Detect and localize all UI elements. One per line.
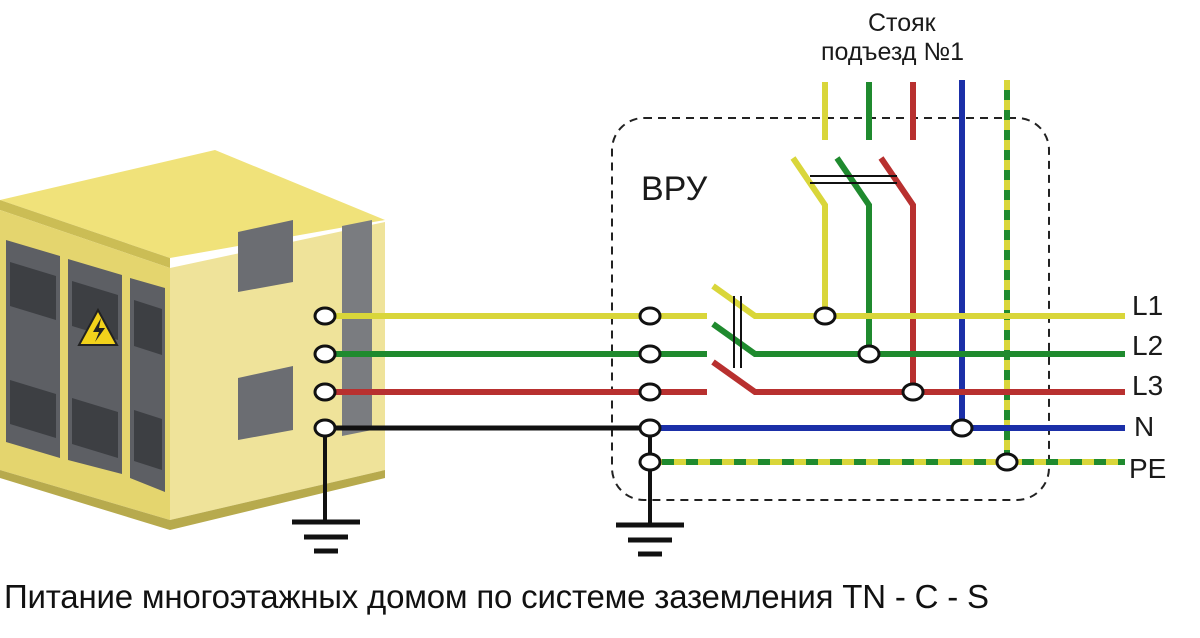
label-l1: L1 (1132, 290, 1163, 321)
junction (813, 306, 837, 326)
substation-terminals (313, 306, 337, 438)
riser-conductors (822, 80, 1010, 461)
terminal (313, 344, 337, 364)
riser-title-line2: подъезд №1 (821, 38, 964, 66)
riser-junctions (813, 306, 1019, 472)
high-voltage-warning-icon (77, 307, 119, 346)
vru-boundary (611, 117, 1050, 501)
main-breaker (711, 283, 1125, 395)
riser-breaker (790, 156, 916, 392)
junction (901, 382, 925, 402)
substation-ground (292, 428, 360, 554)
n-pe-lines (648, 425, 1125, 465)
terminal (638, 344, 662, 364)
terminal (313, 418, 337, 438)
riser-title-line1: Стояк (868, 9, 937, 37)
terminal (638, 452, 662, 472)
label-n: N (1134, 411, 1154, 442)
ground-symbol-icon (292, 519, 360, 554)
junction (857, 344, 881, 364)
diagram-caption: Питание многоэтажных домом по системе за… (4, 578, 989, 615)
vru-label: ВРУ (641, 170, 708, 208)
junction (950, 418, 974, 438)
terminal (638, 418, 662, 438)
vru-ground (616, 462, 684, 557)
terminal (313, 306, 337, 326)
transformer-substation-icon (0, 150, 385, 530)
terminal (313, 382, 337, 402)
label-l3: L3 (1132, 370, 1163, 401)
ground-symbol-icon (616, 522, 684, 557)
terminal (638, 382, 662, 402)
terminal (638, 306, 662, 326)
junction (995, 452, 1019, 472)
label-l2: L2 (1132, 330, 1163, 361)
label-pe: PE (1129, 453, 1166, 484)
vru-input-terminals (638, 306, 662, 472)
